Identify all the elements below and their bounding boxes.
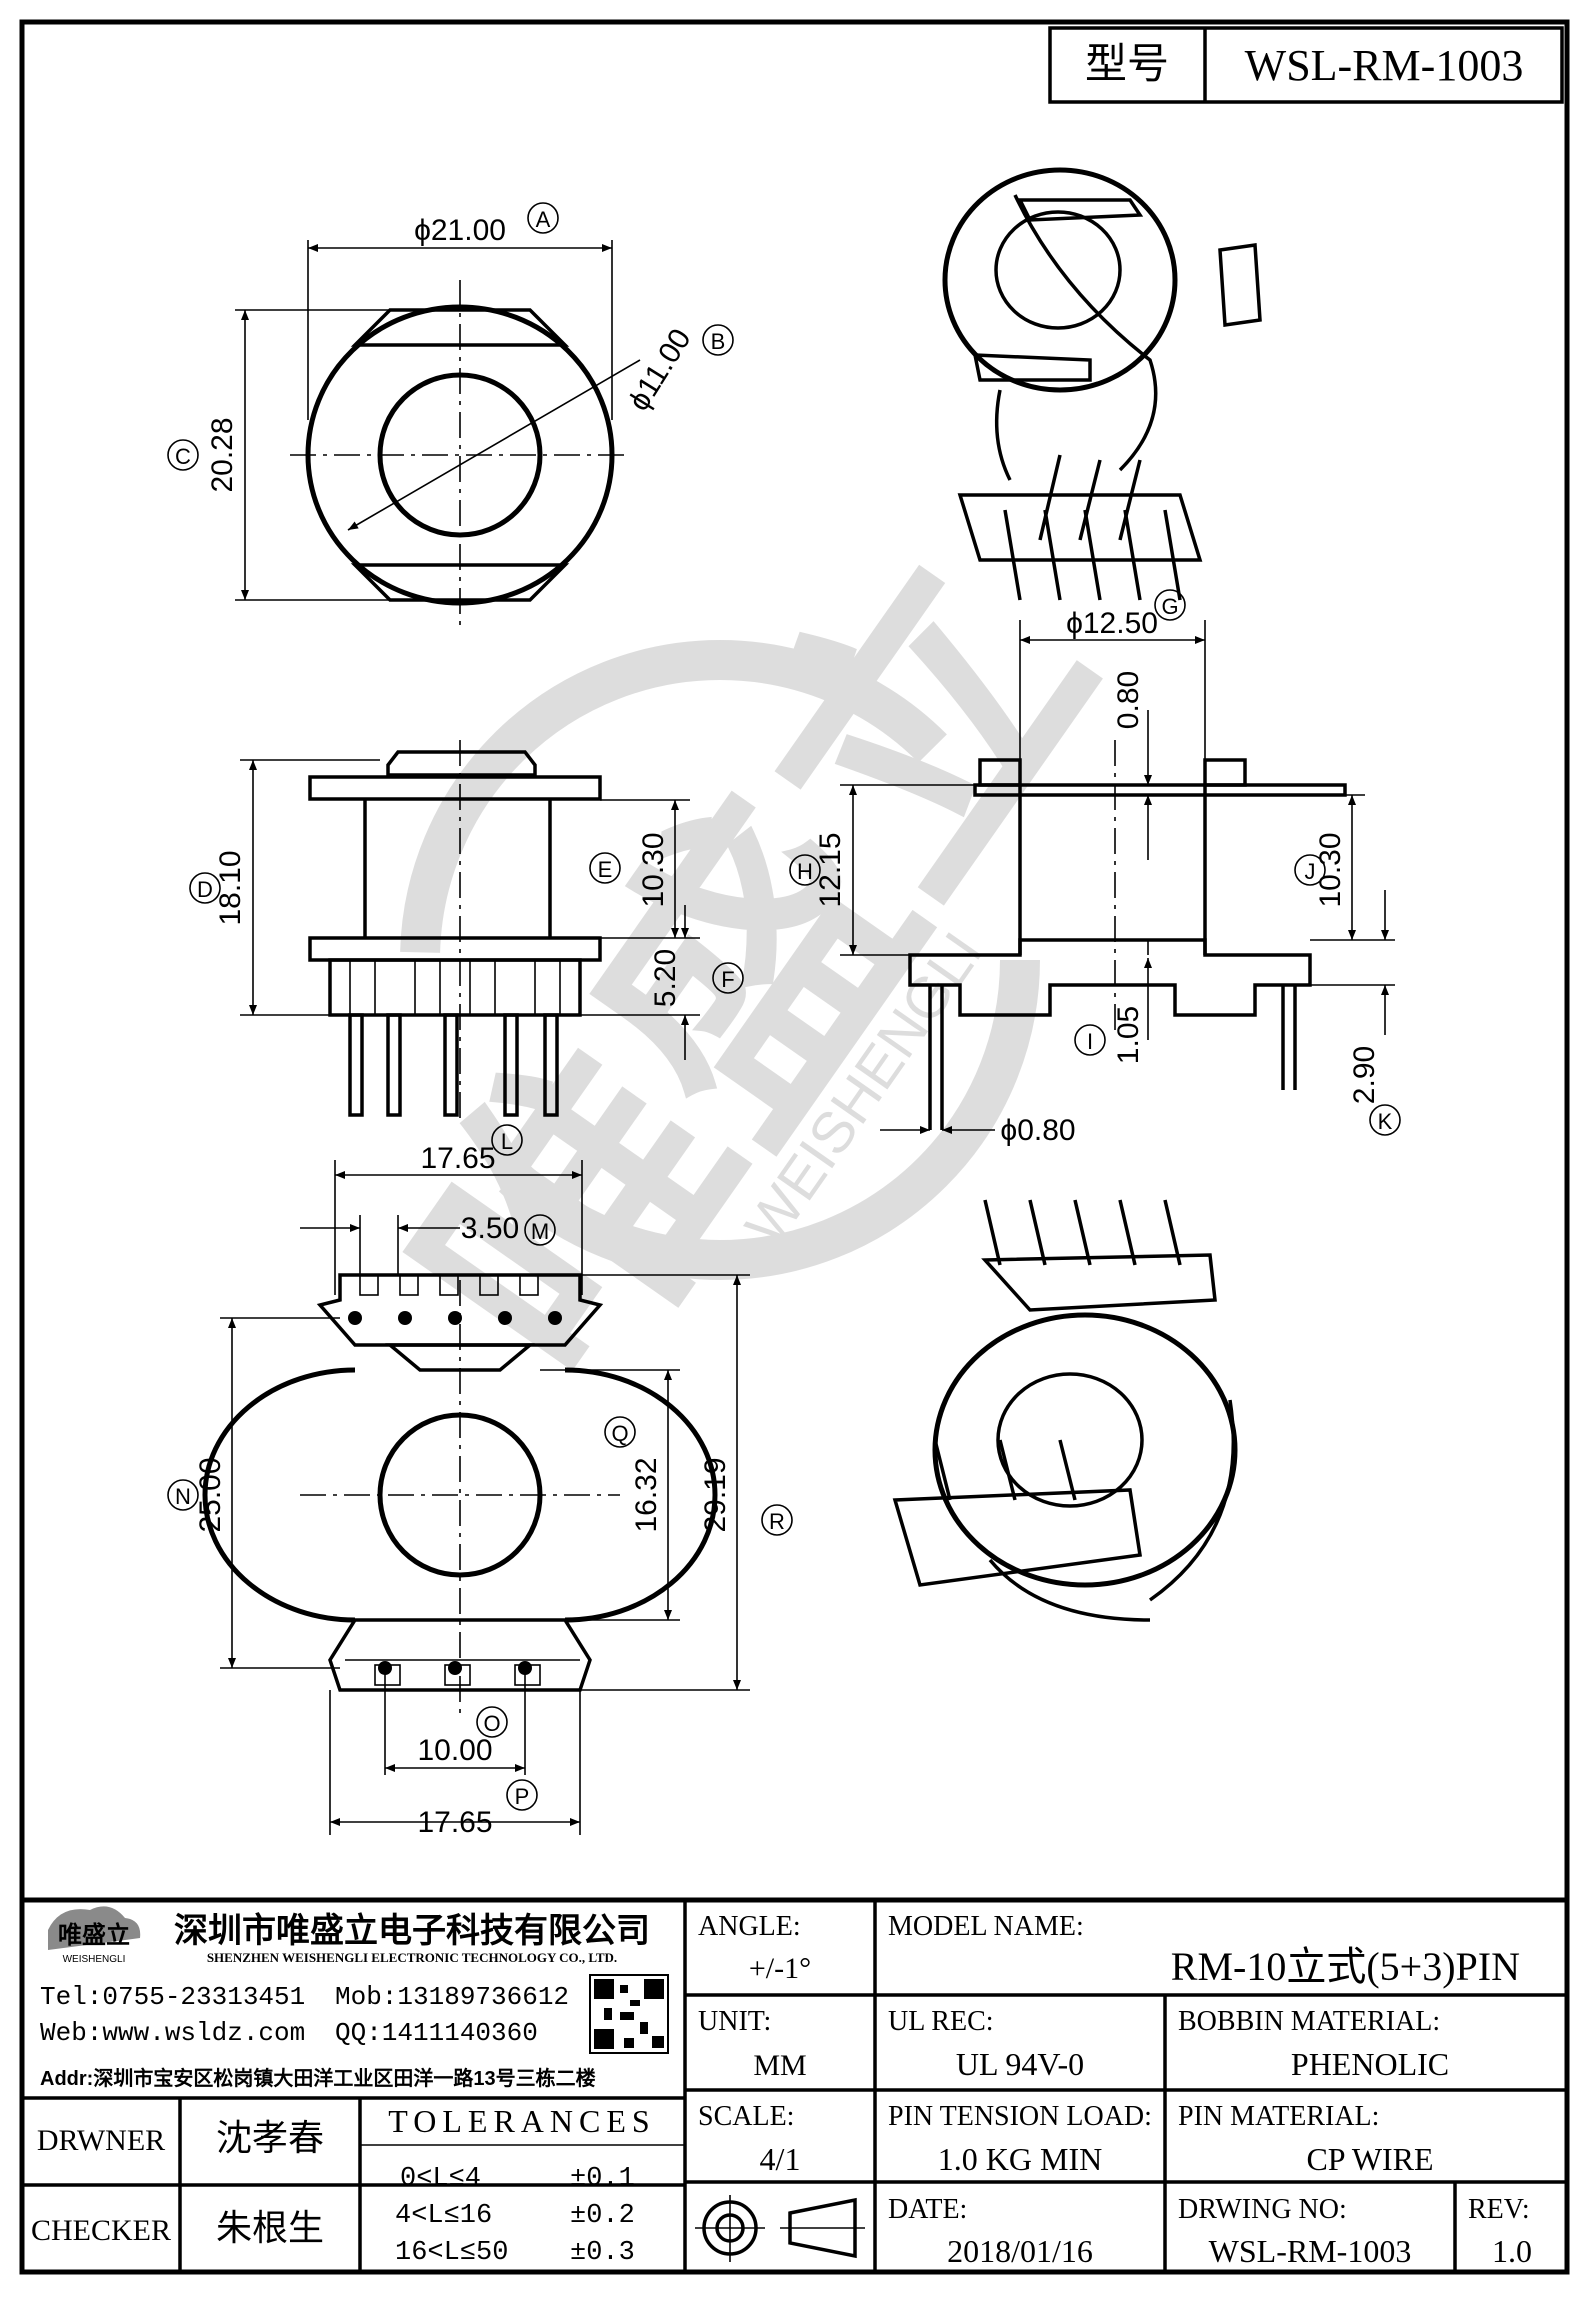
label-f: F [721, 967, 734, 992]
company-mob: Mob:13189736612 [335, 1982, 569, 2012]
tension-value: 1.0 KG MIN [938, 2141, 1102, 2177]
tol-range-2: 4<L≤16 [395, 2201, 492, 2231]
top-view: ϕ21.00 A ϕ11.00 B 20.28 C [167, 202, 734, 625]
label-q: Q [611, 1421, 628, 1446]
label-l: L [501, 1129, 513, 1154]
drawer-value: 沈孝春 [216, 2117, 324, 2158]
tol-value-1: ±0.1 [570, 2164, 635, 2194]
tol-value-2: ±0.2 [570, 2201, 635, 2231]
dim-bottom-total: 29.19 [699, 1457, 732, 1532]
label-h: H [797, 859, 813, 884]
dim-front-total: 18.10 [214, 850, 247, 925]
dim-bottom-bottom-width: 17.65 [417, 1806, 492, 1839]
dim-bottom-body: 25.00 [194, 1457, 227, 1532]
tol-value-3: ±0.3 [570, 2238, 635, 2268]
model-value: RM-10立式(5+3)PIN [1171, 1944, 1520, 1989]
label-j: J [1305, 859, 1316, 884]
label-a: A [536, 207, 551, 232]
scale-label: SCALE: [698, 2101, 794, 2132]
label-i: I [1087, 1029, 1093, 1054]
rev-label: REV: [1468, 2194, 1530, 2225]
watermark: 唯盛立 WEISHENGLI [357, 504, 1148, 1434]
date-label: DATE: [888, 2194, 967, 2225]
title-block: 唯盛立 WEISHENGLI 深圳市唯盛立电子科技有限公司 SHENZHEN W… [22, 1897, 1567, 2272]
bobbin-value: PHENOLIC [1291, 2046, 1449, 2082]
type-box: 型号 WSL-RM-1003 [1048, 26, 1564, 104]
ul-value: UL 94V-0 [956, 2046, 1084, 2082]
company-qq: QQ:1411140360 [335, 2018, 538, 2048]
ul-label: UL REC: [888, 2006, 994, 2037]
dim-side-width: ϕ12.50 [1066, 607, 1158, 640]
front-view: 18.10 D 10.30 E 5.20 F [189, 740, 744, 1120]
dim-bottom-pitch-bottom: 10.00 [417, 1734, 492, 1767]
logo-text: 唯盛立 [58, 1921, 130, 1949]
company-name-cn: 深圳市唯盛立电子科技有限公司 [174, 1911, 650, 1950]
label-r: R [769, 1509, 785, 1534]
tension-label: PIN TENSION LOAD: [888, 2101, 1152, 2132]
label-c: C [175, 444, 191, 469]
company-name-en: SHENZHEN WEISHENGLI ELECTRONIC TECHNOLOG… [207, 1950, 617, 1965]
angle-value: +/-1° [749, 1952, 811, 1985]
label-p: P [515, 1784, 530, 1809]
dim-bottom-pitch-top: 3.50 [461, 1212, 519, 1245]
dim-side-base: 1.05 [1112, 1006, 1145, 1064]
dim-front-upper: 10.30 [637, 832, 670, 907]
checker-label: CHECKER [31, 2214, 171, 2247]
label-k: K [1378, 1109, 1393, 1134]
projection-symbol [695, 2195, 865, 2262]
logo-sub: WEISHENGLI [63, 1954, 126, 1965]
scale-value: 4/1 [760, 2141, 801, 2177]
dim-side-pin-dia: ϕ0.80 [1000, 1114, 1075, 1147]
dim-side-height: 12.15 [814, 832, 847, 907]
label-n: N [175, 1484, 191, 1509]
dim-top-height: 20.28 [206, 417, 239, 492]
dim-bottom-inner: 16.32 [630, 1457, 663, 1532]
dim-front-pin: 5.20 [649, 949, 682, 1007]
company-addr: Addr:深圳市宝安区松岗镇大田洋工业区田洋一路13号三栋二楼 [40, 2066, 596, 2090]
dim-outer-dia: ϕ21.00 [414, 214, 506, 247]
label-m: M [531, 1219, 549, 1244]
tol-range-1: 0<L≤4 [400, 2164, 481, 2194]
unit-label: UNIT: [698, 2006, 771, 2037]
dim-side-pin-len: 2.90 [1348, 1046, 1381, 1104]
bottom-view: 17.65 L 3.50 M 25.00 N 16.32 Q 29.19 R [167, 1124, 793, 1839]
drawing-no-label: DRWING NO: [1178, 2194, 1347, 2225]
label-d: D [197, 877, 213, 902]
label-o: O [483, 1711, 500, 1736]
rev-value: 1.0 [1492, 2233, 1532, 2269]
drawing-no-value: WSL-RM-1003 [1209, 2233, 1412, 2269]
checker-value: 朱根生 [216, 2207, 324, 2248]
bobbin-label: BOBBIN MATERIAL: [1178, 2006, 1440, 2037]
iso-view-bottom [892, 1199, 1238, 1622]
label-b: B [711, 329, 726, 354]
dim-inner-dia: ϕ11.00 [622, 323, 697, 417]
outer-frame [19, 19, 1570, 2275]
label-e: E [598, 857, 613, 882]
type-value: WSL-RM-1003 [1245, 41, 1524, 90]
company-tel: Tel:0755-23313451 [40, 1982, 305, 2012]
tol-range-3: 16<L≤50 [395, 2238, 508, 2268]
angle-label: ANGLE: [698, 1911, 801, 1942]
unit-value: MM [753, 2049, 806, 2082]
date-value: 2018/01/16 [947, 2233, 1093, 2269]
pin-material-value: CP WIRE [1306, 2141, 1433, 2177]
dim-side-upper: 10.30 [1314, 832, 1347, 907]
side-view: ϕ12.50 G 0.80 12.15 H 10.30 J 1.05 I 2.9… [789, 589, 1401, 1147]
tolerance-title: TOLERANCES [388, 2103, 655, 2139]
drawer-label: DRWNER [37, 2124, 165, 2157]
dim-side-flange: 0.80 [1112, 671, 1145, 729]
iso-view-top [942, 167, 1262, 601]
qr-code [589, 1974, 669, 2054]
type-label: 型号 [1085, 40, 1169, 87]
company-web: Web:www.wsldz.com [40, 2018, 305, 2048]
dim-bottom-top-width: 17.65 [420, 1142, 495, 1175]
label-g: G [1161, 594, 1178, 619]
model-label: MODEL NAME: [888, 1911, 1084, 1942]
pin-material-label: PIN MATERIAL: [1178, 2101, 1379, 2132]
